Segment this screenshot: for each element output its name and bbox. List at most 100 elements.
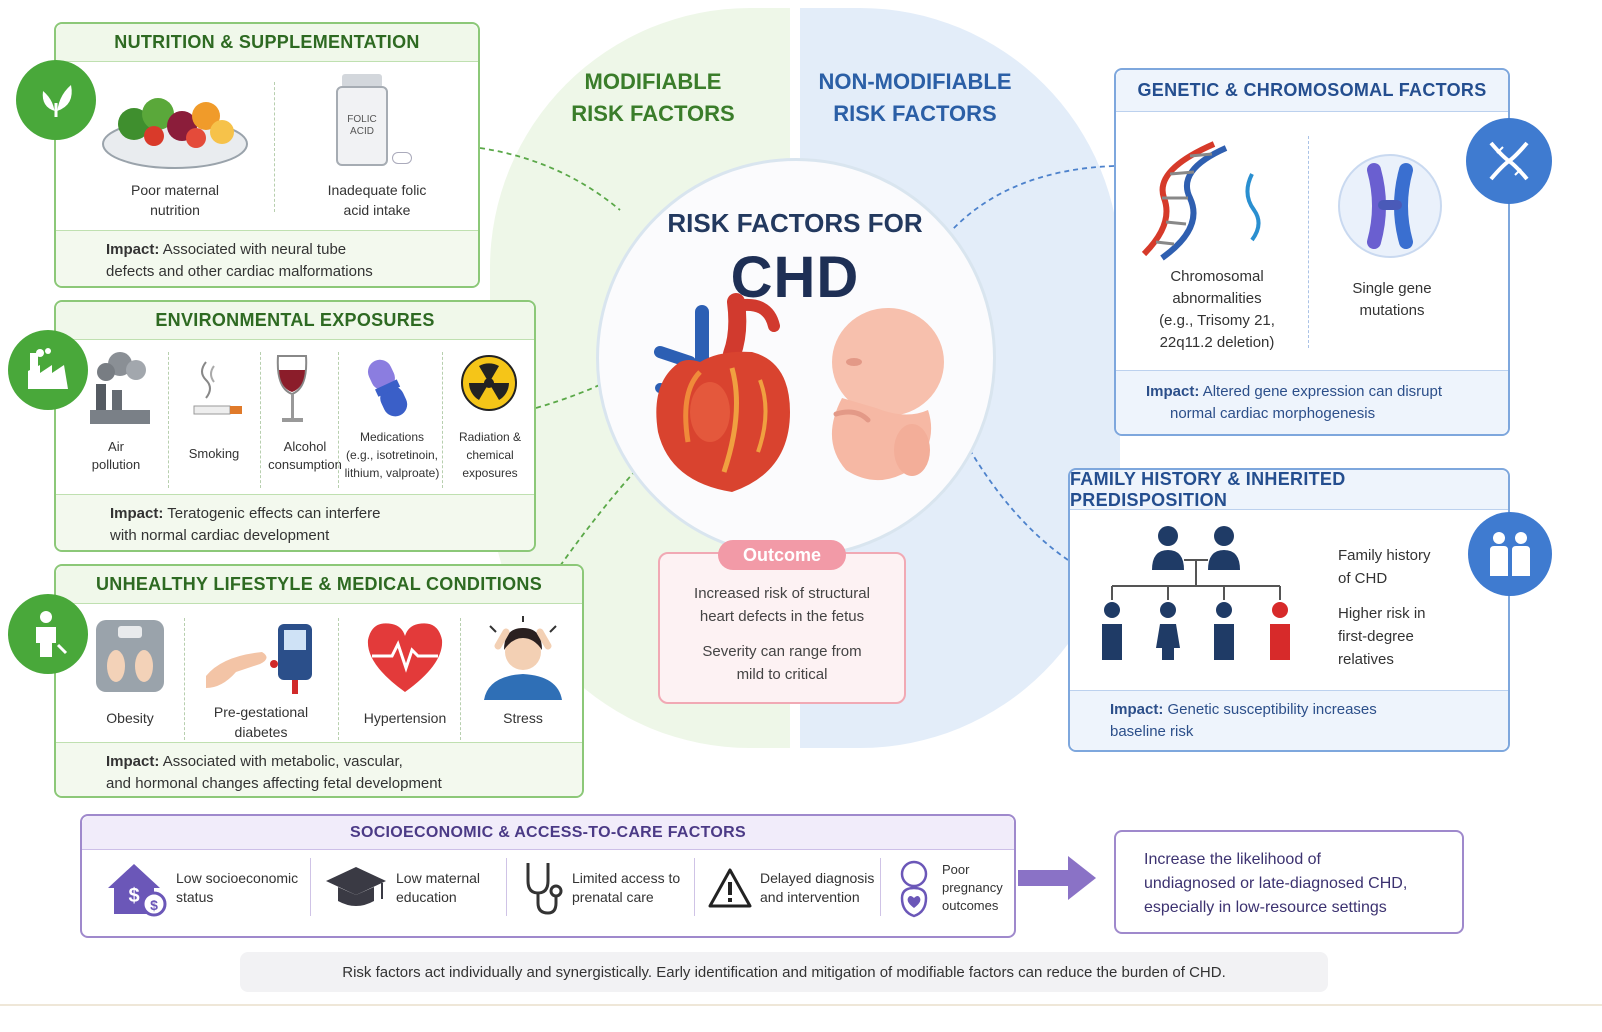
socio-title: SOCIOECONOMIC & ACCESS-TO-CARE FACTORS — [82, 816, 1014, 850]
environment-item-label-line: lithium, valproate) — [344, 466, 440, 480]
socio-item-label-line: status — [176, 889, 214, 905]
impact-text: Associated with metabolic, vascular, — [162, 753, 403, 770]
environment-divider — [338, 352, 339, 488]
modifiable-heading-line1: MODIFIABLE — [584, 69, 722, 94]
family-text-line: of CHD — [1338, 570, 1388, 587]
lifestyle-item-hypertension: Hypertension — [363, 710, 447, 726]
nutrition-item-label-line: nutrition — [150, 202, 200, 218]
outcome-line1a: Increased risk of structural — [694, 585, 870, 602]
bottom-rule — [0, 1004, 1602, 1006]
genetic-item-label-line: abnormalities — [1172, 290, 1262, 307]
nutrition-title: NUTRITION & SUPPLEMENTATION — [56, 24, 478, 62]
environment-item-label-line: exposures — [462, 466, 518, 480]
nutrition-item-label-line: acid intake — [343, 202, 411, 218]
socio-result-line: Increase the likelihood of — [1144, 851, 1321, 868]
environment-item-label-line: (e.g., isotretinoin, — [345, 448, 439, 462]
socio-divider — [694, 858, 695, 916]
socio-result-box: Increase the likelihood of undiagnosed o… — [1114, 830, 1464, 934]
genetic-item-label-line: (e.g., Trisomy 21, — [1159, 312, 1275, 329]
genetic-item-label-line: 22q11.2 deletion) — [1159, 334, 1275, 351]
impact-label: Impact: — [1146, 383, 1200, 400]
environment-item-label-line: Medications — [359, 430, 425, 444]
family-box: FAMILY HISTORY & INHERITED PREDISPOSITIO… — [1068, 468, 1510, 752]
non-modifiable-heading: NON-MODIFIABLE RISK FACTORS — [800, 66, 1030, 130]
family-text-line: Family history — [1338, 547, 1431, 564]
genetic-title: GENETIC & CHROMOSOMAL FACTORS — [1116, 70, 1508, 112]
food-bowl-icon — [102, 98, 248, 169]
environment-divider — [260, 352, 261, 488]
socio-result-line: undiagnosed or late-diagnosed CHD, — [1144, 875, 1408, 892]
genetic-item-label-line: Single gene — [1352, 280, 1432, 297]
family-text-line: Higher risk in — [1338, 605, 1426, 622]
socio-item-label-line: Low maternal — [396, 870, 481, 886]
nutrition-item-label-line: Inadequate folic — [327, 182, 427, 198]
environment-divider — [442, 352, 443, 488]
socio-item-prenatal-care: Limited access to prenatal care — [520, 858, 696, 918]
outcome-label: Outcome — [718, 540, 846, 570]
capsule-icon — [367, 359, 408, 417]
glucose-meter-icon — [206, 624, 312, 694]
outcome-box: Increased risk of structural heart defec… — [658, 552, 906, 704]
impact-text: Teratogenic effects can interfere — [167, 505, 381, 522]
environment-item-radiation: Radiation & chemical exposures — [446, 428, 534, 482]
socio-divider — [506, 858, 507, 916]
house-dollar-icon: $ $ — [108, 864, 167, 917]
lifestyle-item-label-line: diabetes — [234, 724, 288, 740]
heart-icon — [654, 293, 790, 492]
environment-item-label-line: consumption — [268, 457, 342, 472]
environment-item-medications: Medications (e.g., isotretinoin, lithium… — [340, 428, 444, 482]
stressed-woman-icon — [484, 616, 562, 700]
wine-glass-icon — [276, 355, 308, 422]
lifestyle-title: UNHEALTHY LIFESTYLE & MEDICAL CONDITIONS — [56, 566, 582, 604]
environment-title: ENVIRONMENTAL EXPOSURES — [56, 302, 534, 340]
environment-item-label-line: pollution — [91, 457, 141, 472]
impact-text: defects and other cardiac malformations — [106, 263, 373, 280]
impact-text: normal cardiac morphogenesis — [1170, 405, 1376, 422]
environment-item-smoking: Smoking — [188, 446, 240, 461]
impact-label: Impact: — [106, 753, 160, 770]
impact-text: Associated with neural tube — [162, 241, 347, 258]
socio-item-label-line: education — [396, 889, 457, 905]
dna-icon — [1466, 118, 1552, 204]
socio-divider — [880, 858, 881, 916]
nutrition-item-label-line: Poor maternal — [131, 182, 219, 198]
lifestyle-item-obesity: Obesity — [106, 710, 154, 726]
nutrition-box: NUTRITION & SUPPLEMENTATION Poor materna… — [54, 22, 480, 288]
bottle-label-line: FOLIC — [347, 114, 377, 125]
environment-divider — [168, 352, 169, 488]
family-history-text: Family history of CHD — [1338, 544, 1468, 590]
genetic-item-single-gene: Single gene mutations — [1322, 278, 1462, 322]
nutrition-item-folic-acid: Inadequate folic acid intake — [292, 180, 462, 220]
environment-impact: Impact: Teratogenic effects can interfer… — [56, 494, 534, 550]
right-arrow-icon — [1018, 856, 1096, 900]
heart-pulse-icon — [367, 623, 443, 692]
svg-text:$: $ — [128, 885, 139, 907]
impact-text: Altered gene expression can disrupt — [1202, 383, 1442, 400]
lifestyle-divider — [184, 618, 185, 740]
impact-label: Impact: — [1110, 701, 1164, 718]
cigarette-icon — [193, 361, 242, 415]
genetic-item-label-line: Chromosomal — [1170, 268, 1264, 285]
non-modifiable-heading-line1: NON-MODIFIABLE — [818, 69, 1012, 94]
nutrition-item-poor-nutrition: Poor maternal nutrition — [100, 180, 250, 220]
graduation-cap-icon — [326, 867, 386, 906]
nutrition-divider — [274, 82, 275, 212]
impact-text: and hormonal changes affecting fetal dev… — [106, 775, 442, 792]
outcome-line1b: heart defects in the fetus — [699, 608, 865, 625]
center-title: RISK FACTORS FOR — [667, 208, 923, 238]
lifestyle-divider — [338, 618, 339, 740]
lifestyle-divider — [460, 618, 461, 740]
chromosome-icon — [1338, 154, 1442, 258]
family-text-line: first-degree — [1338, 628, 1414, 645]
socio-item-label-line: Delayed diagnosis — [760, 870, 875, 886]
environment-item-label-line: Alcohol — [283, 439, 327, 454]
socio-item-delayed-diagnosis: Delayed diagnosis and intervention — [708, 858, 880, 918]
family-title: FAMILY HISTORY & INHERITED PREDISPOSITIO… — [1070, 469, 1508, 510]
impact-label: Impact: — [106, 241, 160, 258]
socio-item-label-line: pregnancy — [942, 880, 1003, 895]
svg-text:$: $ — [150, 897, 158, 913]
fetus-icon — [831, 308, 944, 481]
socio-item-pregnancy-outcomes: Poor pregnancy outcomes — [894, 858, 1012, 918]
genetic-divider — [1308, 136, 1309, 348]
nutrition-impact: Impact: Associated with neural tube defe… — [56, 230, 478, 286]
